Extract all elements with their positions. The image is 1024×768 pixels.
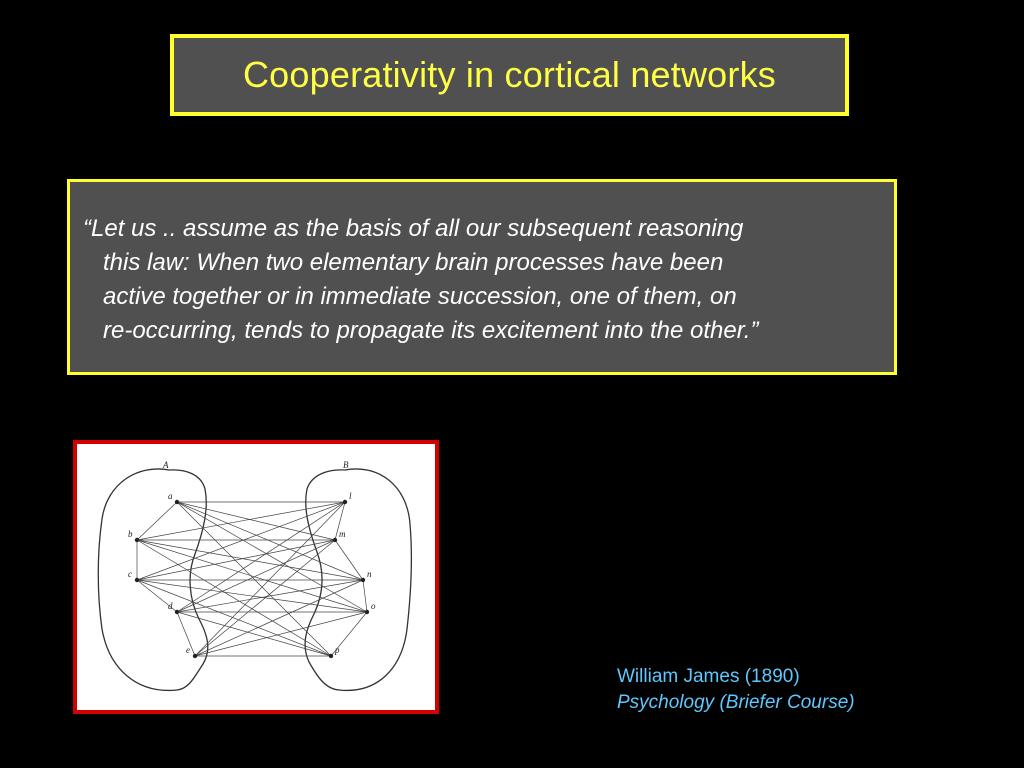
- edge-e-n: [194, 579, 364, 657]
- citation-author: William James (1890): [617, 666, 800, 687]
- edge-b-n: [136, 539, 364, 581]
- node-label-o: o: [371, 601, 376, 611]
- network-nodes: a b c d e l m n o p: [128, 491, 376, 659]
- slide-title: Cooperativity in cortical networks: [242, 54, 776, 95]
- node-d: [174, 609, 180, 615]
- edge-a-b: [136, 501, 178, 541]
- node-b: [134, 537, 140, 543]
- node-label-m: m: [339, 529, 346, 539]
- node-label-d: d: [168, 601, 173, 611]
- node-label-l: l: [349, 491, 352, 501]
- region-label-a: A: [162, 460, 169, 470]
- node-label-n: n: [367, 569, 372, 579]
- edge-a-m: [176, 501, 336, 541]
- edge-o-p: [330, 611, 368, 657]
- region-label-b: B: [343, 460, 349, 470]
- edge-b-o: [136, 539, 368, 613]
- edge-a-n: [176, 501, 364, 581]
- edge-c-l: [136, 501, 346, 581]
- right-region-outline: [304, 468, 413, 692]
- node-label-p: p: [334, 645, 340, 655]
- node-o: [364, 609, 370, 615]
- edge-e-o: [194, 611, 368, 657]
- edge-c-m: [136, 539, 336, 581]
- edge-d-l: [176, 501, 346, 613]
- citation-book: Psychology (Briefer Course): [617, 692, 855, 713]
- edge-c-p: [136, 579, 332, 657]
- network-diagram: a b c d e l m n o p A B: [97, 460, 413, 692]
- edge-m-n: [334, 539, 364, 581]
- edge-d-e: [176, 611, 196, 657]
- edge-n-o: [362, 579, 368, 613]
- edge-a-o: [176, 501, 368, 613]
- network-edges: [136, 501, 368, 657]
- node-m: [332, 537, 338, 543]
- node-p: [328, 653, 334, 659]
- node-e: [192, 653, 198, 659]
- node-n: [360, 577, 366, 583]
- edge-a-p: [176, 501, 332, 657]
- edge-l-m: [334, 501, 346, 541]
- node-label-a: a: [168, 491, 173, 501]
- node-a: [174, 499, 180, 505]
- quote-text: “Let us .. assume as the basis of all ou…: [83, 212, 883, 348]
- edge-c-d: [136, 579, 178, 613]
- edge-e-l: [194, 501, 346, 657]
- quote-line-1: “Let us .. assume as the basis of all ou…: [83, 215, 744, 242]
- node-label-e: e: [186, 645, 190, 655]
- quote-line-4: re-occurring, tends to propagate its exc…: [103, 317, 759, 344]
- network-figure: a b c d e l m n o p A B: [73, 440, 439, 714]
- quote-line-3: active together or in immediate successi…: [103, 283, 737, 310]
- node-l: [342, 499, 348, 505]
- quote-box: “Let us .. assume as the basis of all ou…: [67, 179, 897, 375]
- edge-d-p: [176, 611, 332, 657]
- citation: William James (1890) Psychology (Briefer…: [617, 664, 855, 716]
- title-box: Cooperativity in cortical networks: [170, 34, 849, 116]
- edge-d-m: [176, 539, 336, 613]
- node-label-c: c: [128, 569, 132, 579]
- node-c: [134, 577, 140, 583]
- edge-e-m: [194, 539, 336, 657]
- edge-b-l: [136, 501, 346, 541]
- node-label-b: b: [128, 529, 133, 539]
- edge-c-o: [136, 579, 368, 613]
- edge-d-n: [176, 579, 364, 613]
- quote-line-2: this law: When two elementary brain proc…: [103, 249, 724, 276]
- edge-b-p: [136, 539, 332, 657]
